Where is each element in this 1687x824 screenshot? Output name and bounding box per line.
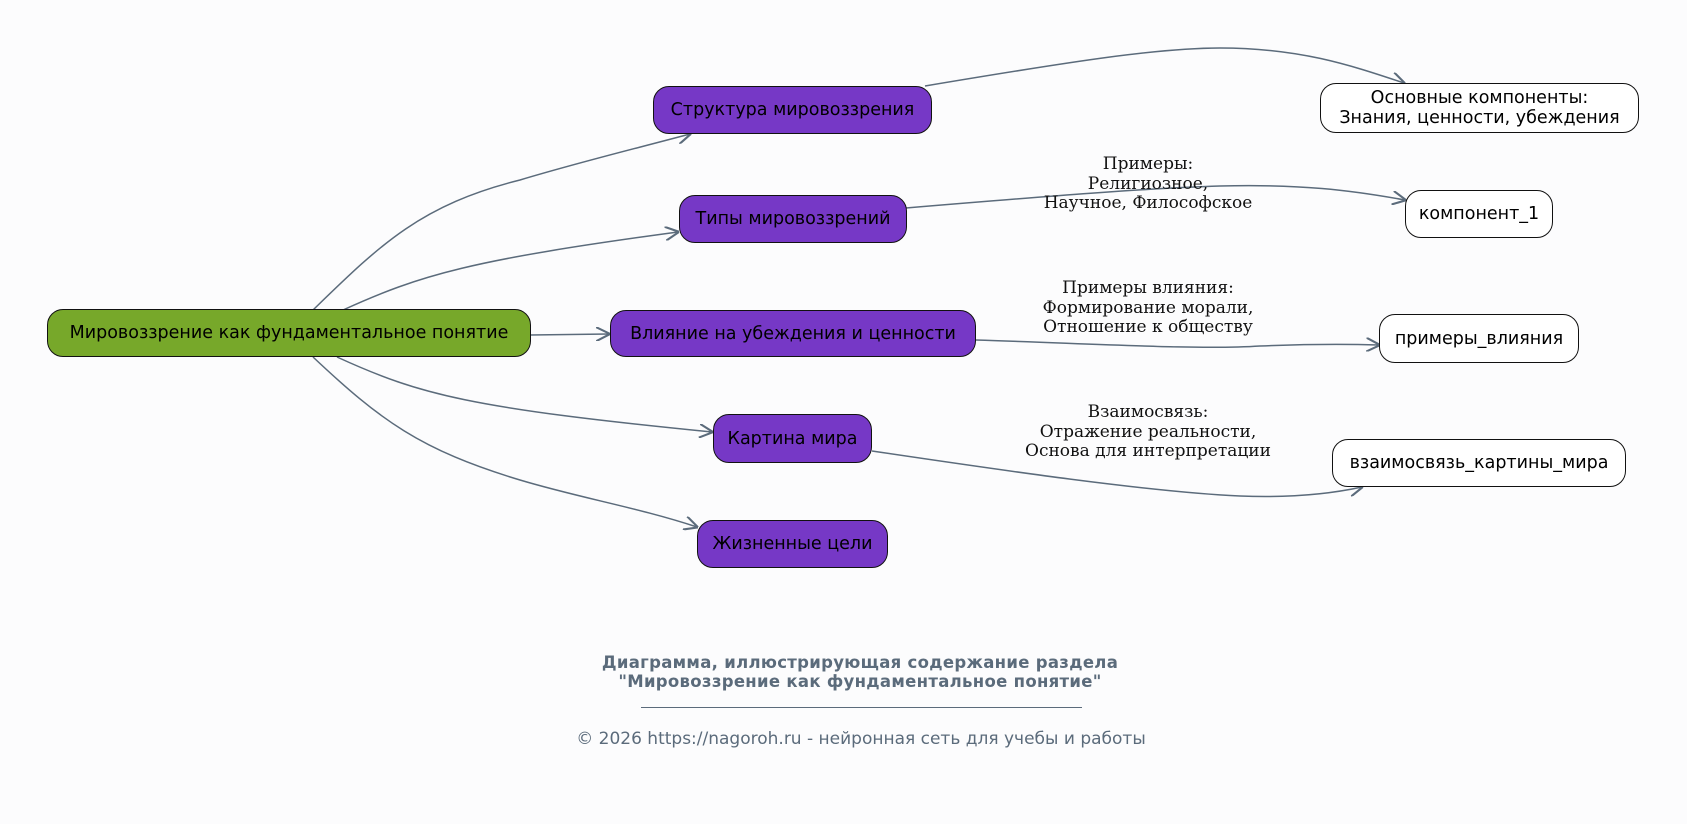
edge-label-influence: Примеры влияния: Формирование морали, От…: [1042, 278, 1254, 337]
edge-worldview-to-relation: [871, 450, 1362, 498]
branch-node-types[interactable]: Типы мировоззрений: [679, 195, 907, 243]
edge-influence-to-examples: [975, 340, 1379, 347]
branch-node-worldview[interactable]: Картина мира: [713, 414, 872, 463]
root-node-label: Мировоззрение как фундаментальное поняти…: [69, 323, 509, 343]
leaf-label: взаимосвязь_картины_мира: [1349, 453, 1609, 473]
leaf-label: Основные компоненты: Знания, ценности, у…: [1339, 88, 1620, 128]
branch-label: Жизненные цели: [712, 534, 873, 554]
branch-label: Структура мировоззрения: [670, 100, 915, 120]
diagram-caption: Диаграмма, иллюстрирующая содержание раз…: [601, 653, 1119, 691]
copyright-footer: © 2026 https://nagoroh.ru - нейронная се…: [576, 729, 1146, 749]
leaf-node-component1[interactable]: компонент_1: [1405, 190, 1553, 238]
edge-root-to-goals: [312, 356, 697, 527]
leaf-node-influence-examples[interactable]: примеры_влияния: [1379, 314, 1579, 363]
branch-node-goals[interactable]: Жизненные цели: [697, 520, 888, 568]
branch-label: Картина мира: [727, 428, 858, 449]
edge-label-types: Примеры: Религиозное, Научное, Философск…: [1043, 154, 1253, 213]
root-node[interactable]: Мировоззрение как фундаментальное поняти…: [47, 309, 531, 357]
leaf-node-components[interactable]: Основные компоненты: Знания, ценности, у…: [1320, 83, 1639, 133]
branch-node-influence[interactable]: Влияние на убеждения и ценности: [610, 310, 976, 357]
edge-structure-to-components: [924, 47, 1404, 87]
leaf-label: компонент_1: [1418, 204, 1540, 224]
edge-types-to-component1: [905, 184, 1405, 209]
branch-label: Типы мировоззрений: [695, 209, 891, 229]
caption-divider: [641, 707, 1082, 708]
leaf-label: примеры_влияния: [1394, 328, 1564, 349]
edge-root-to-structure: [312, 134, 690, 311]
branch-label: Влияние на убеждения и ценности: [630, 323, 956, 344]
edge-label-worldview: Взаимосвязь: Отражение реальности, Основ…: [1025, 402, 1271, 461]
edge-root-to-influence: [529, 334, 609, 335]
edge-root-to-worldview: [336, 356, 712, 432]
branch-node-structure[interactable]: Структура мировоззрения: [653, 86, 932, 134]
edge-root-to-types: [342, 232, 678, 311]
leaf-node-worldview-relation[interactable]: взаимосвязь_картины_мира: [1332, 439, 1626, 487]
